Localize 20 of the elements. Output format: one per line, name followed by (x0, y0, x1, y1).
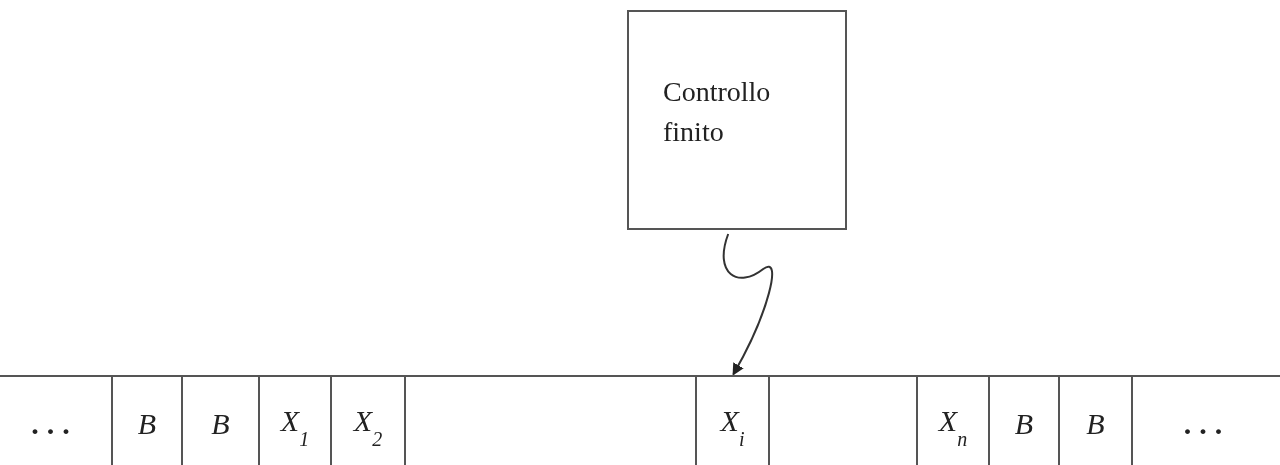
tape-cell (260, 375, 332, 465)
tape-cell (1060, 375, 1133, 465)
tape-cell (406, 375, 697, 465)
tape-cell (918, 375, 990, 465)
tape-symbol: B (211, 406, 230, 441)
tape-symbol: B (1014, 406, 1034, 441)
control-label: Controllo finito (663, 75, 772, 149)
tape-cell (697, 375, 770, 465)
tape-symbol: ... (31, 406, 78, 441)
tape-symbol: B (1086, 406, 1105, 441)
tape-cell (113, 375, 183, 465)
control-box (627, 10, 847, 230)
tape-cell (332, 375, 406, 465)
tape-cell (183, 375, 260, 465)
tape-cell (990, 375, 1060, 465)
tape-cell (0, 375, 113, 465)
arrow (722, 233, 774, 376)
tape-cell (770, 375, 918, 465)
tape-symbol: B (137, 406, 157, 441)
tape-symbol: ... (1183, 406, 1231, 441)
